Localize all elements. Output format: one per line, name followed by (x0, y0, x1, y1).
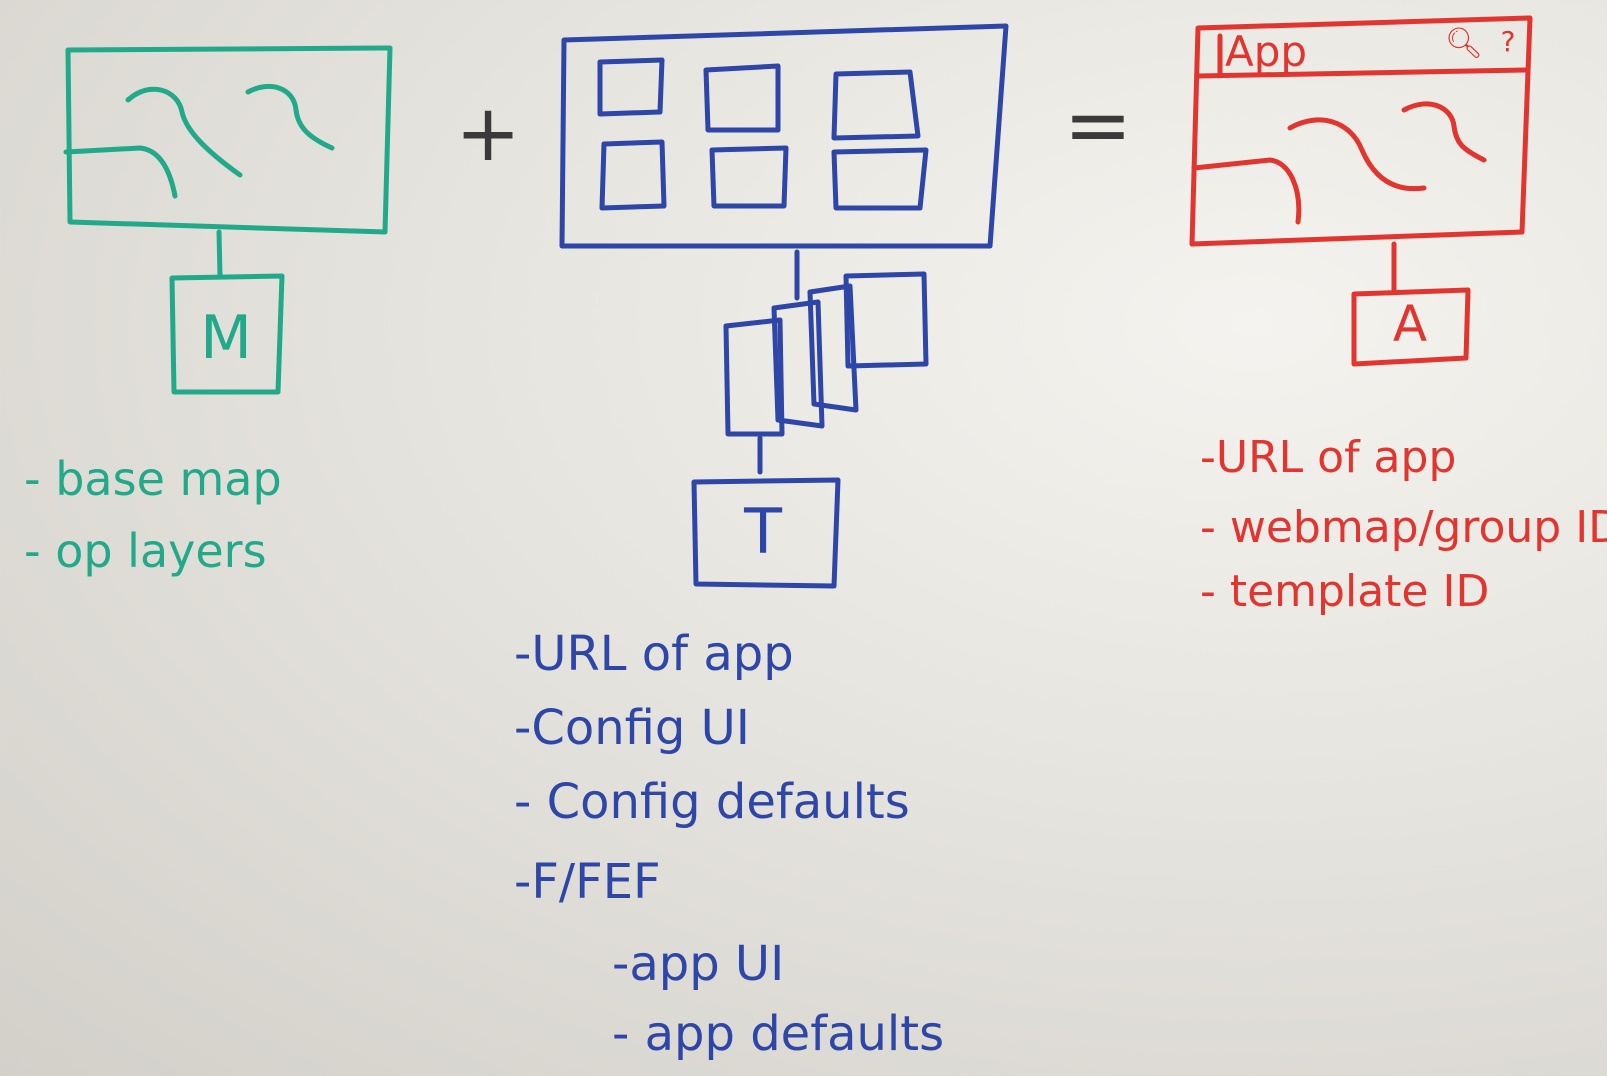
app-item-box (1351, 287, 1471, 367)
template-subnote: -app UI (612, 936, 785, 992)
map-line (63, 145, 178, 199)
search-icon: 🔍︎ (1444, 26, 1484, 61)
plus-operator: + (455, 89, 521, 179)
app-title-bar-divider (1195, 67, 1531, 79)
template-stack-card (771, 299, 825, 429)
map-line (125, 86, 243, 178)
template-stack-card (807, 283, 859, 413)
map-item-box (169, 273, 285, 395)
template-thumbnail (703, 63, 781, 133)
template-item-box (691, 477, 841, 589)
app-map-line (1287, 117, 1427, 192)
app-item-label: A (1392, 295, 1428, 353)
template-notes: -URL of app -Config UI - Config defaults… (514, 630, 910, 906)
map-group (63, 45, 393, 395)
app-group (1189, 15, 1533, 367)
template-gallery-frame (559, 23, 1009, 249)
app-map-line (1191, 157, 1302, 225)
template-subnotes: -app UI - app defaults (612, 940, 944, 1058)
equals-operator: = (1063, 78, 1133, 173)
app-map-line (1401, 101, 1487, 163)
map-connector (216, 229, 223, 278)
app-notes: -URL of app - webmap/group ID - template… (1200, 436, 1607, 614)
template-subnote: - app defaults (612, 1006, 945, 1062)
template-note: -Config UI (514, 700, 750, 756)
map-line (245, 83, 335, 151)
template-note: - Config defaults (514, 774, 910, 830)
map-note: - op layers (24, 524, 267, 578)
map-note: - base map (24, 452, 282, 506)
template-thumbnail (709, 145, 789, 209)
template-thumbnail (831, 147, 929, 211)
app-window-frame (1189, 15, 1533, 247)
template-item-label: T (744, 495, 782, 568)
template-note: -F/FEF (514, 854, 661, 910)
map-item-label: M (200, 303, 252, 373)
help-icon: ? (1500, 25, 1516, 58)
template-note: -URL of app (514, 626, 794, 682)
map-frame (65, 45, 393, 235)
template-group (559, 23, 1009, 589)
template-stack-card (723, 317, 785, 437)
template-stack-card (843, 271, 929, 369)
map-notes: - base map - op layers (24, 456, 282, 574)
template-thumbnail (599, 139, 667, 211)
app-note: -URL of app (1200, 432, 1457, 483)
template-thumbnail (597, 57, 665, 117)
app-note: - webmap/group ID (1200, 502, 1607, 553)
template-thumbnail (831, 69, 921, 141)
app-window-title: App (1224, 27, 1308, 76)
app-note: - template ID (1200, 566, 1490, 617)
